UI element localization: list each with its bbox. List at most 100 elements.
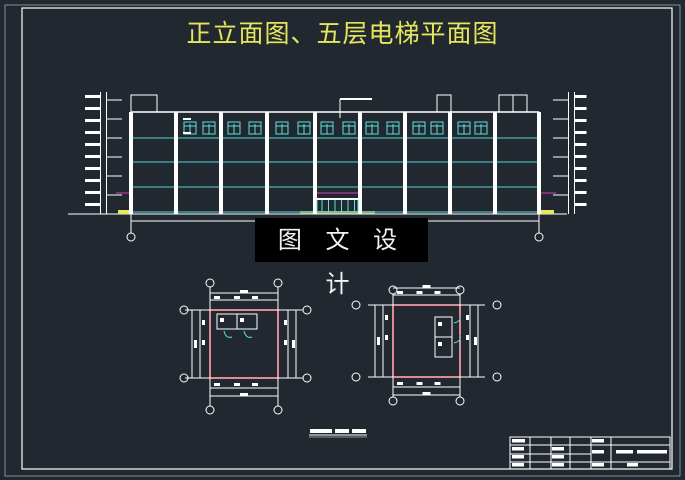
elevator-counterweight	[240, 318, 244, 322]
dimension-text	[194, 340, 197, 348]
elevator-door-swing	[223, 330, 233, 338]
axis-bubble	[388, 285, 398, 295]
column	[448, 112, 452, 214]
axis-bubble	[492, 300, 502, 310]
side-ledge	[574, 95, 587, 98]
title-block-text	[512, 439, 525, 443]
title-block-text	[592, 439, 604, 443]
dimension-text	[377, 337, 380, 345]
axis-bubble	[273, 278, 283, 288]
dimension-text	[434, 382, 441, 385]
dimension-text	[416, 291, 423, 294]
side-ledge	[85, 107, 101, 110]
drawing-title: 正立面图、五层电梯平面图	[186, 19, 499, 48]
side-ledge	[85, 131, 101, 134]
side-ledge	[85, 155, 101, 158]
dimension-text	[234, 383, 240, 386]
elevator-door-swing	[243, 330, 253, 338]
title-block-text	[592, 450, 604, 454]
column	[313, 112, 317, 214]
dimension-text	[416, 382, 423, 385]
dimension-text	[292, 340, 295, 348]
dimension-text	[234, 296, 240, 299]
axis-bubble	[388, 396, 398, 406]
roof-box	[130, 94, 158, 113]
axis-bubble	[205, 405, 215, 415]
dimension-text	[434, 291, 441, 294]
elevator-counterweight	[438, 342, 442, 346]
canopy	[315, 198, 360, 200]
column	[493, 112, 497, 214]
dimension-text	[240, 393, 248, 396]
title-block	[509, 436, 671, 470]
dimension-text	[252, 383, 258, 386]
dimension-text	[284, 340, 287, 345]
axis-bubble	[534, 232, 544, 242]
column	[174, 112, 178, 214]
title-block-text	[592, 463, 604, 467]
column	[358, 112, 362, 214]
title-block-text	[637, 450, 667, 454]
title-block-text	[512, 455, 524, 459]
elevator-door-swing	[453, 314, 461, 324]
elevator-car	[434, 336, 453, 358]
elevator-counterweight	[438, 322, 442, 326]
axis-bubble	[455, 285, 465, 295]
axis-bubble	[351, 372, 361, 382]
side-ledge	[85, 191, 101, 194]
dimension-text	[385, 315, 388, 320]
side-ledge	[574, 131, 587, 134]
plan-caption-text	[310, 429, 332, 433]
ground-fill	[540, 210, 554, 214]
axis-bubble	[351, 300, 361, 310]
title-block-text	[616, 450, 633, 454]
axis-bubble	[302, 373, 312, 383]
dimension-text	[284, 320, 287, 325]
dimension-text	[397, 291, 403, 294]
axis-bubble	[179, 305, 189, 315]
plan-caption-text	[335, 429, 349, 433]
axis-bubble	[455, 396, 465, 406]
axis-bubble	[179, 373, 189, 383]
title-block-text	[552, 447, 564, 451]
side-ledge	[85, 119, 101, 122]
side-ledge	[574, 167, 587, 170]
dimension-text	[214, 383, 220, 386]
column	[537, 112, 541, 214]
column	[265, 112, 269, 214]
column	[219, 112, 223, 214]
side-ledge	[574, 179, 587, 182]
elevator-shaft-wall	[392, 304, 461, 378]
dimension-text	[385, 335, 388, 340]
dimension-text	[202, 320, 205, 325]
plan-caption-scale	[352, 429, 366, 433]
title-block-text	[512, 447, 524, 451]
drawing-border	[21, 7, 673, 470]
dimension-text	[252, 296, 258, 299]
axis-bubble	[273, 405, 283, 415]
elevator-counterweight	[220, 318, 224, 322]
title-block-text	[627, 463, 638, 467]
side-ledge	[85, 143, 101, 146]
roof-box	[436, 94, 452, 113]
column	[129, 112, 133, 214]
dimension-text	[466, 335, 469, 340]
title-block-text	[552, 463, 564, 467]
label-block	[183, 118, 191, 120]
side-ledge	[85, 179, 101, 182]
dimension-text	[240, 290, 248, 293]
axis-bubble	[492, 372, 502, 382]
elevator-car	[236, 313, 258, 330]
title-block-text	[552, 455, 564, 459]
side-ledge	[574, 191, 587, 194]
dimension-text	[422, 392, 431, 395]
title-block-text	[512, 463, 524, 467]
dimension-text	[474, 337, 477, 345]
axis-bubble	[205, 278, 215, 288]
side-ledge	[574, 107, 587, 110]
elevator-car	[434, 316, 453, 338]
axis-bubble	[126, 232, 136, 242]
outer-frame	[4, 4, 681, 477]
side-ledge	[574, 143, 587, 146]
